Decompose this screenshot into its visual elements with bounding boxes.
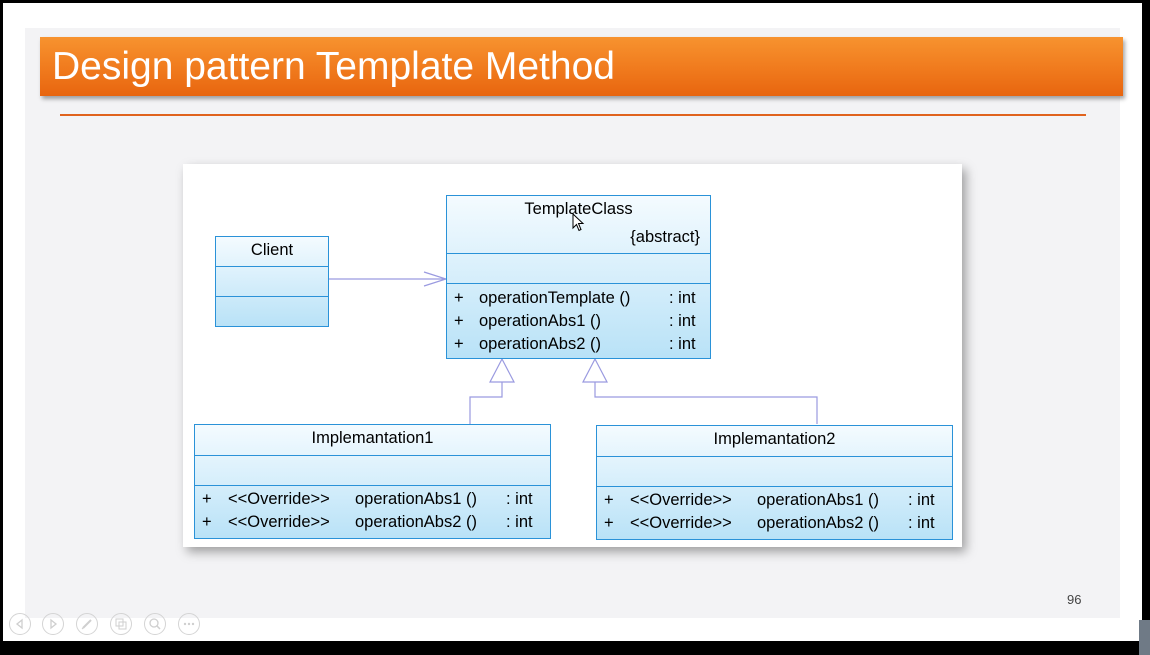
implementation1-class-name: Implemantation1 bbox=[311, 429, 434, 447]
operation-visibility: + bbox=[604, 491, 614, 509]
operation-stereotype: <<Override>> bbox=[630, 491, 732, 509]
operation-name: operationAbs2 () bbox=[479, 335, 601, 353]
operation-visibility: + bbox=[202, 490, 212, 508]
operation-name: operationAbs1 () bbox=[355, 490, 477, 508]
inheritance-line-impl1 bbox=[469, 382, 503, 424]
template-class-operations: + operationTemplate () : int + operation… bbox=[447, 283, 710, 359]
slides-icon[interactable] bbox=[110, 613, 132, 635]
pen-icon[interactable] bbox=[76, 613, 98, 635]
inheritance-line-impl2 bbox=[594, 382, 818, 424]
operation-type: : int bbox=[908, 514, 935, 532]
operation-stereotype: <<Override>> bbox=[228, 490, 330, 508]
slide-page-number: 96 bbox=[1067, 592, 1082, 607]
operation-type: : int bbox=[908, 491, 935, 509]
uml-diagram: Client TemplateClass {abstract} + operat… bbox=[183, 164, 962, 547]
operation-visibility: + bbox=[454, 335, 464, 353]
operation-type: : int bbox=[669, 289, 696, 307]
operation-name: operationAbs2 () bbox=[757, 514, 879, 532]
more-icon[interactable] bbox=[178, 613, 200, 635]
taskbar-thumbnail bbox=[1139, 620, 1150, 655]
operation-visibility: + bbox=[454, 312, 464, 330]
operation-name: operationTemplate () bbox=[479, 289, 631, 307]
operation-type: : int bbox=[669, 335, 696, 353]
client-operations bbox=[216, 296, 328, 327]
operation-stereotype: <<Override>> bbox=[228, 513, 330, 531]
operation-visibility: + bbox=[604, 514, 614, 532]
zoom-icon[interactable] bbox=[144, 613, 166, 635]
operation-type: : int bbox=[506, 490, 533, 508]
title-divider bbox=[60, 114, 1086, 116]
template-class-stereotype: {abstract} bbox=[630, 228, 700, 246]
implementation1-class[interactable]: Implemantation1 + <<Override>> operation… bbox=[194, 424, 551, 539]
operation-stereotype: <<Override>> bbox=[630, 514, 732, 532]
client-class[interactable]: Client bbox=[215, 236, 329, 327]
operation-visibility: + bbox=[202, 513, 212, 531]
previous-icon[interactable] bbox=[9, 613, 31, 635]
inheritance-arrowhead-impl2 bbox=[582, 357, 608, 383]
implementation2-class[interactable]: Implemantation2 + <<Override>> operation… bbox=[596, 425, 953, 540]
inheritance-arrowhead-impl1 bbox=[489, 357, 515, 383]
diagram-connectors bbox=[329, 271, 818, 424]
template-class[interactable]: TemplateClass {abstract} + operationTemp… bbox=[446, 195, 711, 359]
operation-visibility: + bbox=[454, 289, 464, 307]
next-icon[interactable] bbox=[42, 613, 64, 635]
mouse-cursor-icon bbox=[572, 213, 585, 232]
operation-type: : int bbox=[506, 513, 533, 531]
template-class-name: TemplateClass bbox=[524, 200, 633, 218]
client-attributes bbox=[216, 266, 328, 297]
implementation2-attributes bbox=[597, 456, 952, 487]
implementation1-attributes bbox=[195, 455, 550, 486]
implementation2-class-name: Implemantation2 bbox=[713, 430, 836, 448]
template-class-attributes bbox=[447, 253, 710, 284]
slide-title-bar: Design pattern Template Method bbox=[40, 37, 1123, 96]
implementation1-operations: + <<Override>> operationAbs1 () : int + … bbox=[195, 485, 550, 539]
implementation2-operations: + <<Override>> operationAbs1 () : int + … bbox=[597, 486, 952, 540]
operation-name: operationAbs1 () bbox=[757, 491, 879, 509]
operation-name: operationAbs1 () bbox=[479, 312, 601, 330]
client-class-name: Client bbox=[250, 241, 294, 259]
operation-name: operationAbs2 () bbox=[355, 513, 477, 531]
operation-type: : int bbox=[669, 312, 696, 330]
slide-title: Design pattern Template Method bbox=[52, 45, 615, 88]
